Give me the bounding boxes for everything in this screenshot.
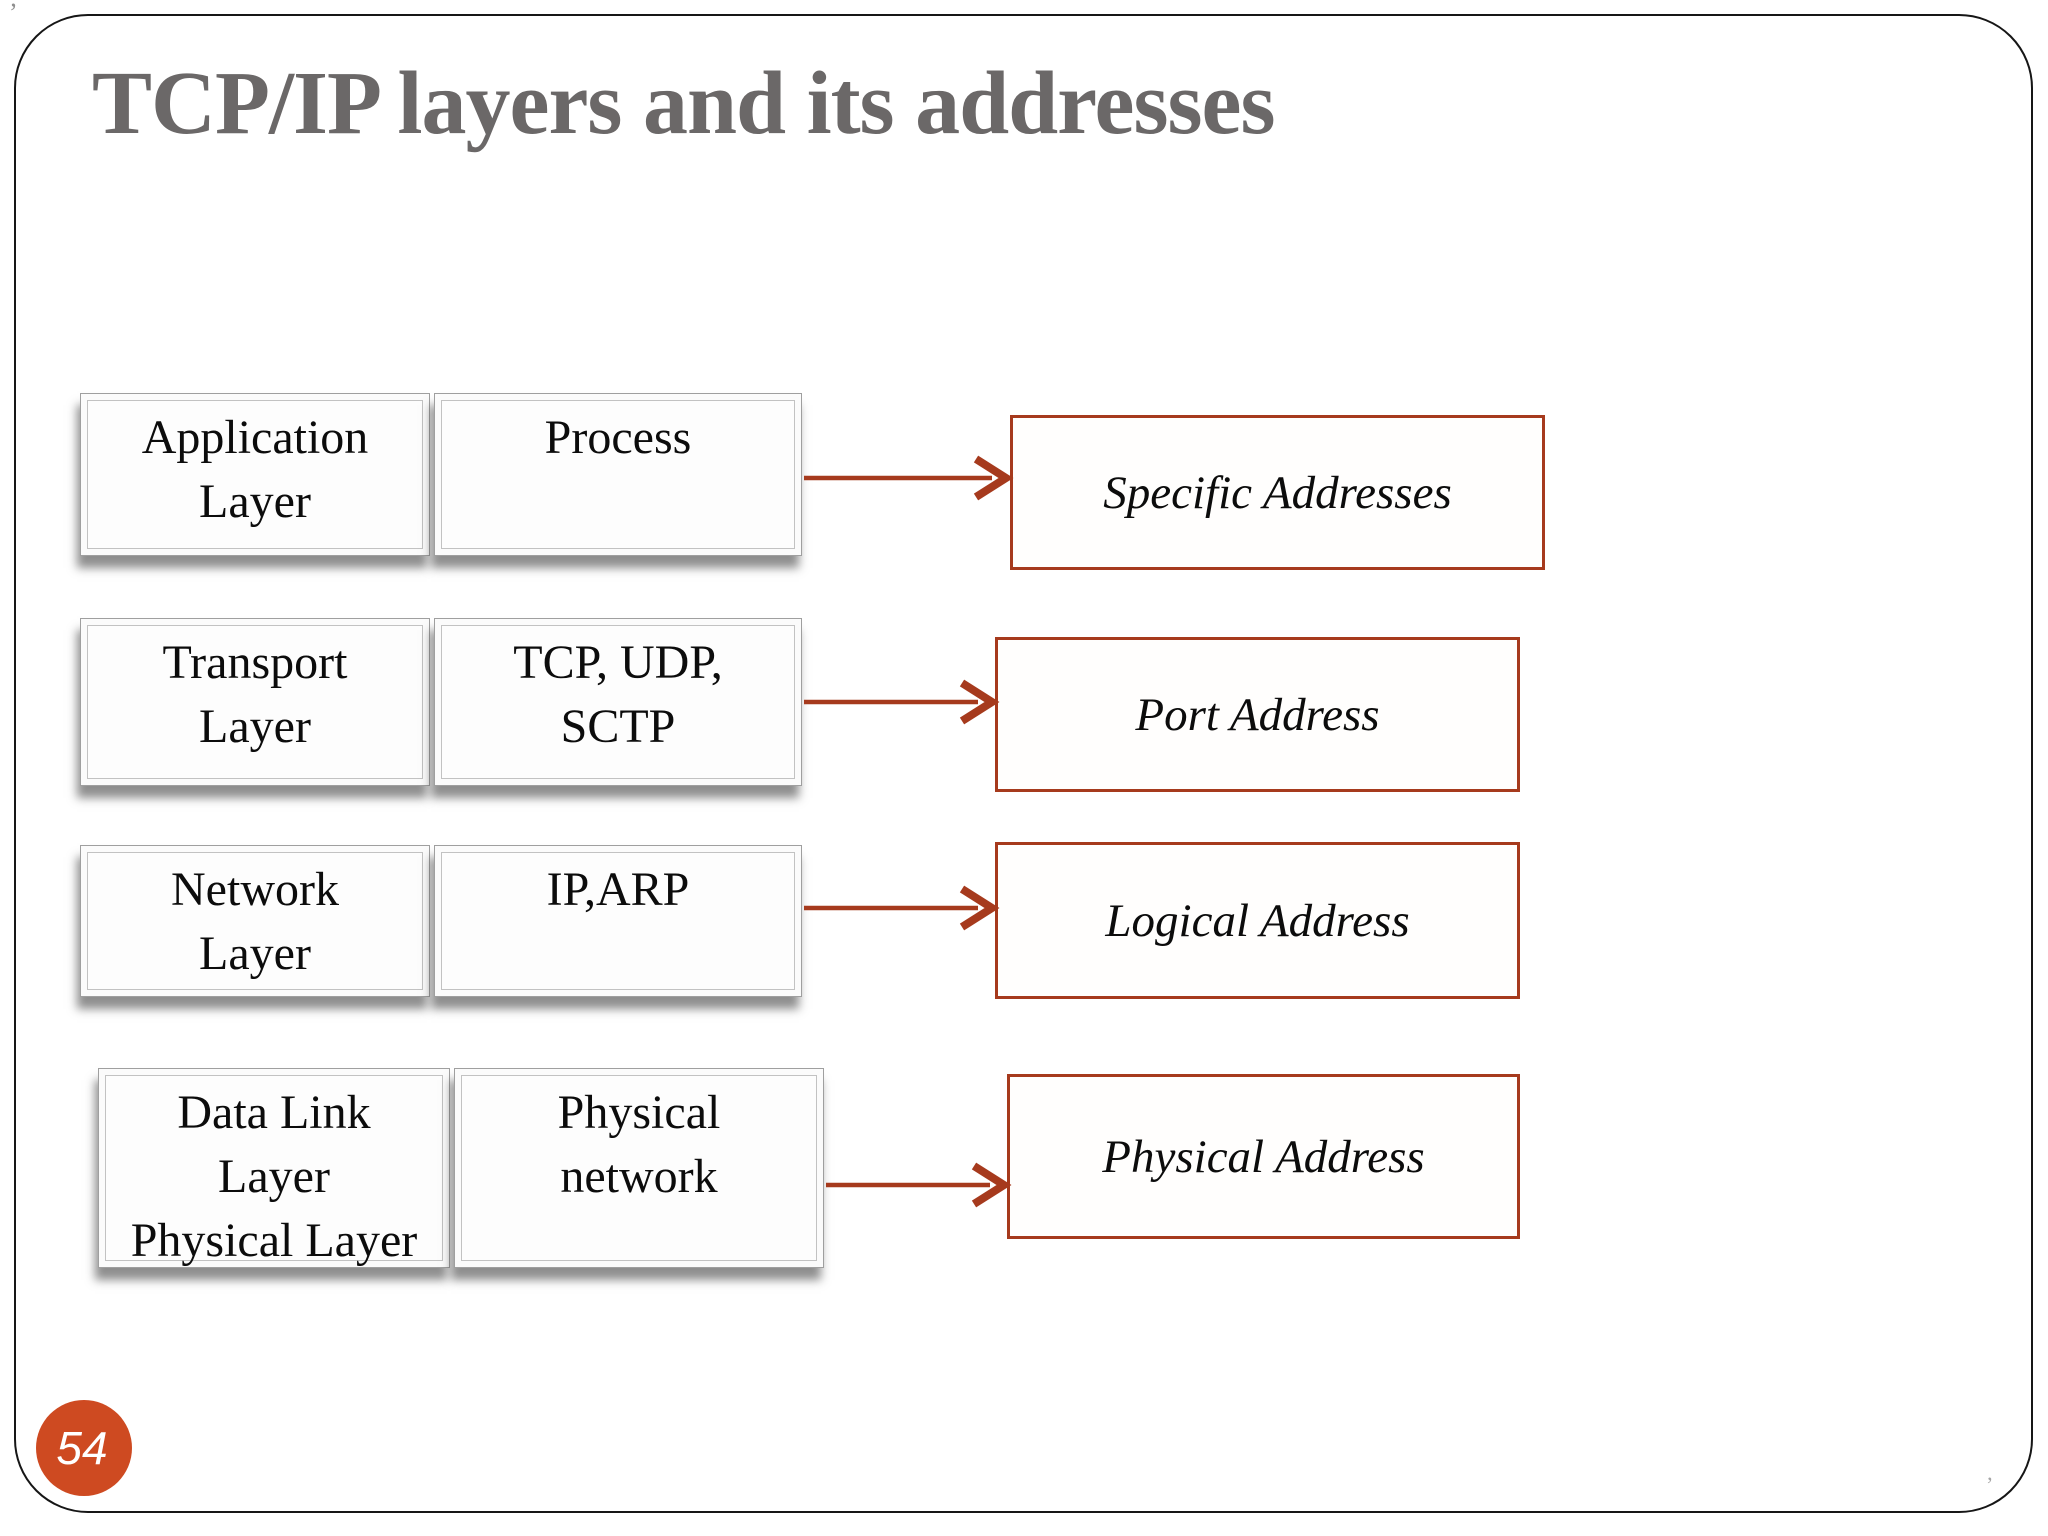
address-label: Port Address xyxy=(1135,688,1380,741)
protocol-label: TCP, UDP, SCTP xyxy=(513,636,723,753)
layer-label: Data Link Layer Physical Layer xyxy=(130,1086,418,1267)
layer-label: Application Layer xyxy=(141,411,369,528)
protocol-cell-tcp-udp-sctp: TCP, UDP, SCTP xyxy=(434,618,802,786)
layer-cell-application: Application Layer xyxy=(80,393,430,556)
layer-label: Network Layer xyxy=(171,863,339,980)
page-number: 54 xyxy=(56,1422,108,1474)
stray-mark: ’ xyxy=(9,0,18,27)
layer-row-transport: Transport Layer TCP, UDP, SCTP xyxy=(80,618,802,786)
protocol-label: IP,ARP xyxy=(546,863,690,916)
protocol-cell-ip-arp: IP,ARP xyxy=(434,845,802,997)
layer-row-datalink-physical: Data Link Layer Physical Layer Physical … xyxy=(98,1068,824,1268)
layer-label: Transport Layer xyxy=(162,636,348,753)
stray-mark: ’ xyxy=(1986,1472,1994,1497)
page-number-badge: 54 xyxy=(36,1400,132,1496)
layer-cell-network: Network Layer xyxy=(80,845,430,997)
protocol-cell-process: Process xyxy=(434,393,802,556)
layer-cell-transport: Transport Layer xyxy=(80,618,430,786)
address-box-port: Port Address xyxy=(995,637,1520,792)
layer-row-network: Network Layer IP,ARP xyxy=(80,845,802,997)
slide-border xyxy=(14,14,2033,1513)
address-box-logical: Logical Address xyxy=(995,842,1520,999)
layer-cell-datalink-physical: Data Link Layer Physical Layer xyxy=(98,1068,450,1268)
layer-row-application: Application Layer Process xyxy=(80,393,802,556)
address-label: Logical Address xyxy=(1105,894,1410,947)
address-box-physical: Physical Address xyxy=(1007,1074,1520,1239)
address-label: Physical Address xyxy=(1102,1130,1425,1183)
page-title: TCP/IP layers and its addresses xyxy=(92,54,1275,153)
protocol-label: Process xyxy=(544,411,692,464)
address-box-specific: Specific Addresses xyxy=(1010,415,1545,570)
protocol-label: Physical network xyxy=(557,1086,721,1203)
protocol-cell-physical-network: Physical network xyxy=(454,1068,824,1268)
address-label: Specific Addresses xyxy=(1103,466,1452,519)
